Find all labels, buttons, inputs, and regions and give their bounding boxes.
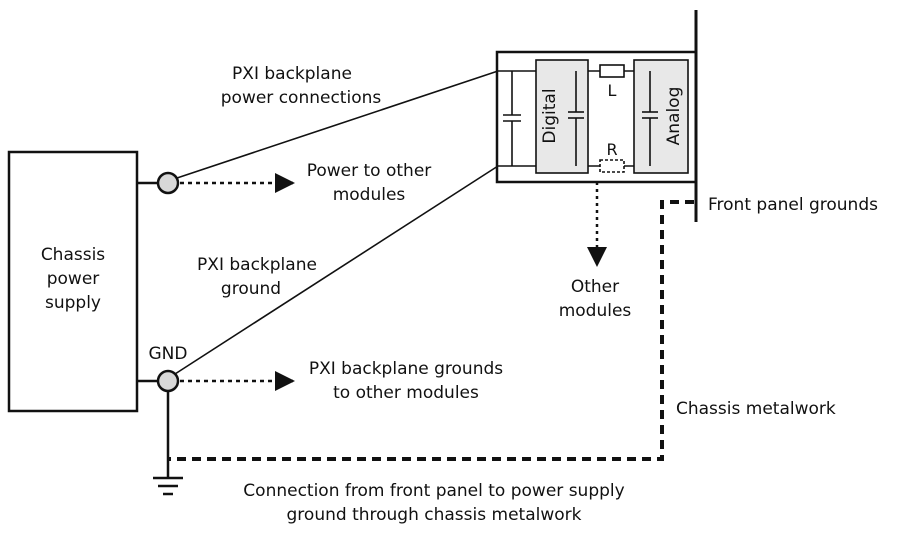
digital-block (535, 59, 589, 174)
inductor (599, 64, 625, 78)
power-to-other-label-2: modules (333, 185, 406, 205)
caption-line-1: Connection from front panel to power sup… (243, 481, 624, 501)
power-to-other-label-1: Power to other (307, 161, 432, 181)
backplane-grounds-other-label-2: to other modules (333, 383, 479, 403)
power-connections-label-1: PXI backplane (232, 64, 352, 84)
analog-block (633, 59, 689, 174)
other-modules-label-2: modules (559, 301, 632, 321)
chassis-metalwork-label: Chassis metalwork (676, 399, 836, 419)
power-terminal (156, 171, 180, 195)
caption-line-2: ground through chassis metalwork (287, 505, 582, 525)
resistor-label: R (606, 140, 617, 159)
backplane-grounds-other-label-1: PXI backplane grounds (309, 359, 503, 379)
power-connections-label-2: power connections (221, 88, 382, 108)
supply-label-2: power (47, 269, 100, 289)
chassis-power-supply-box (7, 150, 139, 413)
analog-label: Analog (664, 87, 684, 146)
backplane-power-line (176, 70, 499, 179)
inductor-label: L (608, 81, 617, 100)
other-modules-label-1: Other (571, 277, 619, 297)
supply-label-3: supply (45, 293, 101, 313)
resistor (599, 159, 625, 173)
chassis-metalwork-path (168, 200, 694, 461)
gnd-label: GND (149, 344, 188, 364)
front-panel-grounds-label: Front panel grounds (708, 195, 878, 215)
backplane-ground-label-2: ground (221, 279, 281, 299)
backplane-ground-label-1: PXI backplane (197, 255, 317, 275)
supply-label-1: Chassis (41, 245, 105, 265)
digital-label: Digital (540, 88, 560, 143)
backplane-ground-line (174, 165, 499, 375)
